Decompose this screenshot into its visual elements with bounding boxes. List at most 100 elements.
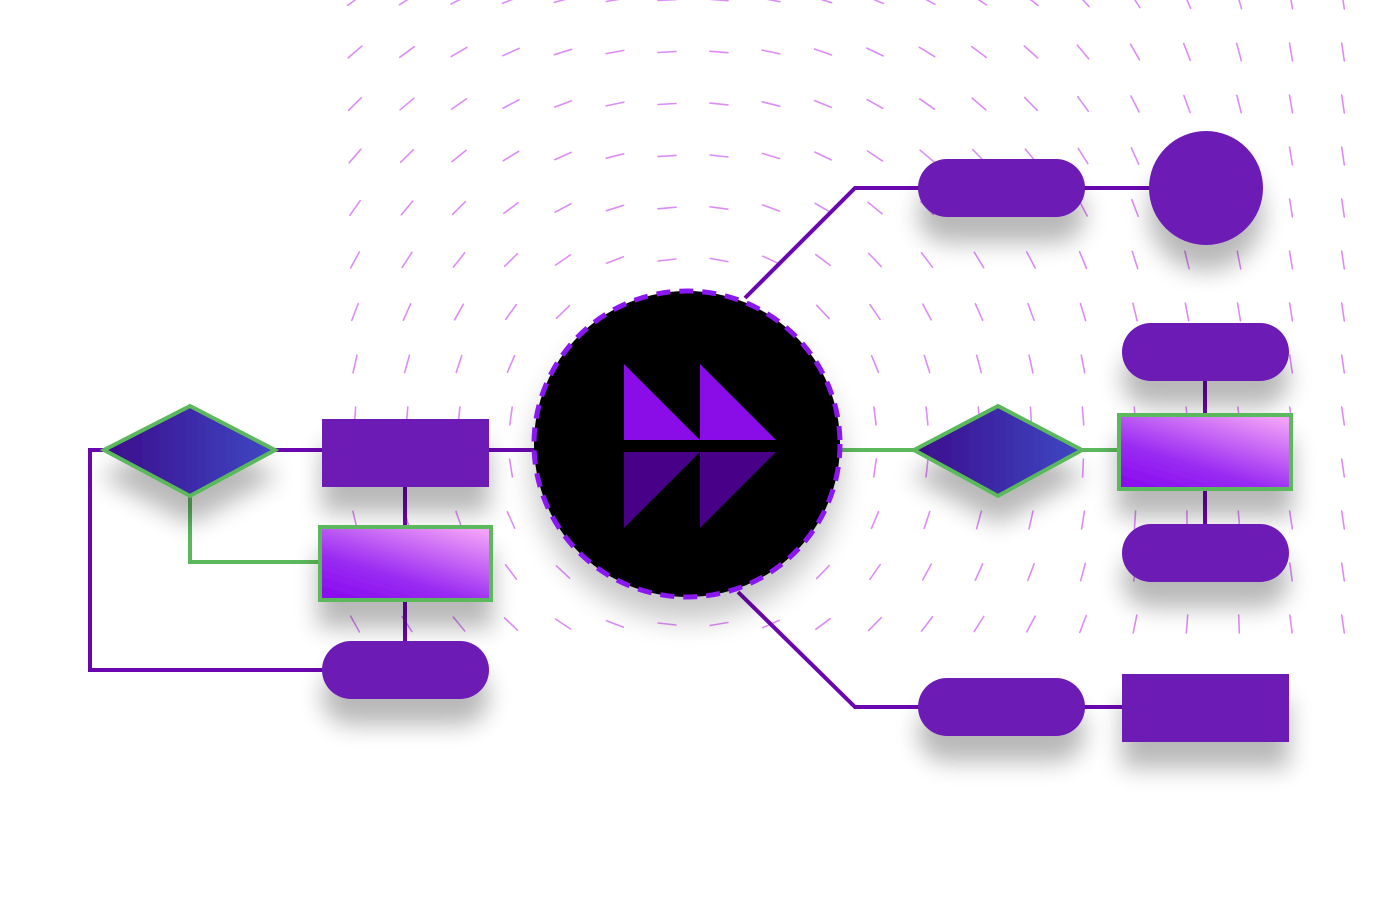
field-line — [501, 0, 514, 5]
hub-node[interactable] — [531, 288, 843, 600]
field-line — [1237, 614, 1241, 634]
field-line — [605, 101, 625, 107]
field-line — [1028, 354, 1034, 374]
field-line — [1340, 146, 1346, 166]
bottom-process-node[interactable] — [1122, 674, 1289, 742]
field-line — [815, 564, 831, 580]
field-line — [348, 199, 362, 217]
field-line — [1340, 458, 1346, 478]
field-line — [503, 252, 519, 268]
field-line — [553, 48, 573, 56]
field-line — [1289, 614, 1293, 634]
field-line — [1340, 302, 1346, 322]
field-line — [709, 0, 729, 2]
left-terminal-node[interactable] — [322, 641, 489, 699]
field-line — [925, 458, 929, 478]
field-line — [1130, 147, 1140, 165]
field-line — [814, 617, 832, 631]
field-line — [1289, 562, 1293, 582]
field-line — [975, 510, 983, 530]
field-line — [452, 252, 466, 268]
field-line — [820, 0, 833, 4]
field-line — [1340, 94, 1346, 114]
field-line — [403, 354, 411, 374]
field-line — [1081, 406, 1085, 426]
field-line — [451, 200, 467, 216]
field-line — [1236, 302, 1242, 322]
field-line — [554, 203, 572, 213]
field-line — [1132, 614, 1138, 634]
field-line — [451, 149, 467, 163]
field-line — [918, 46, 936, 58]
field-line — [1027, 302, 1035, 322]
field-line — [1079, 562, 1087, 582]
field-line — [1290, 0, 1294, 10]
field-line — [923, 510, 931, 530]
field-line — [1185, 614, 1189, 634]
field-line — [872, 0, 885, 5]
field-line — [657, 258, 677, 262]
field-line — [925, 406, 929, 426]
field-line — [1288, 146, 1294, 166]
field-line — [1023, 96, 1039, 112]
field-line — [504, 563, 518, 581]
field-line — [1182, 42, 1192, 62]
field-line — [553, 0, 567, 4]
bottom-terminal-node[interactable] — [918, 678, 1085, 736]
field-line — [920, 252, 934, 269]
bottom-branch — [918, 674, 1289, 742]
left-process-node[interactable] — [322, 419, 489, 487]
field-line — [766, 0, 781, 3]
field-line — [1133, 510, 1137, 530]
field-line — [1340, 614, 1346, 634]
field-line — [815, 304, 831, 320]
field-line — [450, 46, 468, 58]
field-line — [923, 354, 931, 374]
field-line — [657, 154, 677, 158]
field-line — [1023, 45, 1039, 59]
top-connector-node[interactable] — [1149, 131, 1263, 245]
field-line — [974, 302, 984, 322]
field-line — [970, 45, 988, 59]
field-line — [1131, 198, 1139, 218]
field-line — [347, 45, 363, 59]
field-line — [352, 354, 358, 374]
field-line — [1026, 251, 1036, 269]
right-top-terminal-node[interactable] — [1122, 323, 1289, 381]
field-line — [709, 154, 729, 158]
right-highlight-node[interactable] — [1117, 413, 1293, 491]
field-line — [554, 254, 572, 266]
field-line — [1028, 510, 1034, 530]
field-line — [1080, 510, 1086, 530]
left-highlight-node[interactable] — [318, 525, 493, 602]
field-line — [1077, 147, 1089, 165]
field-line — [921, 303, 933, 321]
hub-circle — [531, 288, 843, 600]
field-line — [1236, 94, 1242, 114]
left-decision-node[interactable] — [99, 403, 280, 499]
field-line — [506, 510, 516, 530]
right-decision-node[interactable] — [909, 403, 1087, 499]
field-line — [346, 0, 357, 7]
field-line — [977, 0, 988, 6]
field-line — [657, 50, 677, 54]
field-line — [508, 458, 514, 478]
field-line — [869, 303, 881, 321]
field-line — [455, 354, 463, 374]
fast-forward-logo-icon — [624, 364, 776, 528]
field-line — [605, 0, 620, 3]
field-line — [605, 153, 625, 159]
field-line — [504, 303, 518, 321]
field-line — [1184, 302, 1190, 322]
field-line — [1288, 354, 1294, 374]
field-line — [1340, 354, 1346, 374]
field-line — [1288, 302, 1294, 322]
field-line — [450, 0, 461, 5]
connector-left-decision-to-highlight — [188, 495, 322, 564]
right-bottom-terminal-node[interactable] — [1122, 524, 1289, 582]
top-terminal-node[interactable] — [918, 159, 1085, 217]
field-line — [920, 616, 934, 632]
field-line — [872, 458, 878, 478]
field-line — [1079, 614, 1087, 634]
